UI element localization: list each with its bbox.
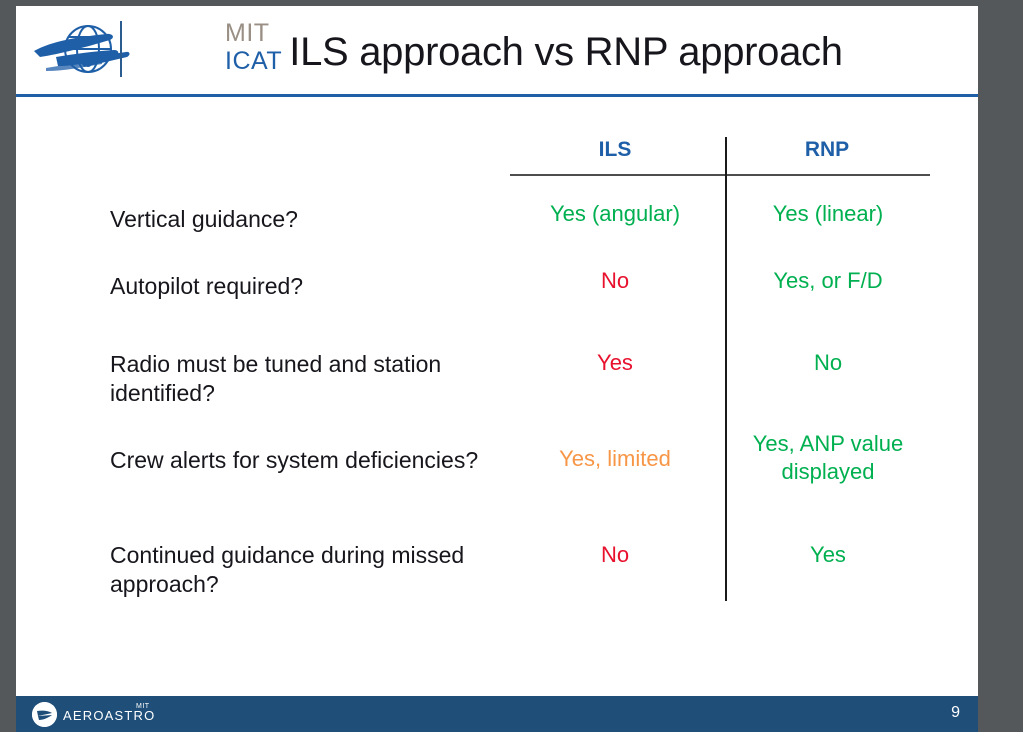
logo-wordmark: MIT ICAT (120, 18, 282, 82)
comparison-table: ILS RNP Vertical guidance? Yes (angular)… (16, 97, 978, 637)
table-cell-rnp: Yes, ANP value displayed (752, 431, 904, 484)
row-label: Radio must be tuned and station identifi… (110, 351, 442, 406)
logo-divider (120, 21, 122, 77)
header-underline (510, 174, 930, 176)
slide-footer: AEROASTRO MIT 9 (16, 696, 978, 732)
table-cell-ils: No (600, 542, 630, 567)
aeroastro-swoosh-icon (32, 702, 57, 727)
slide-header: MIT ICAT ILS approach vs RNP approach (16, 6, 978, 97)
table-cell-rnp: No (813, 350, 843, 375)
logo-icat-text: ICAT (225, 47, 283, 75)
column-divider (725, 137, 727, 601)
mit-icat-logo: MIT ICAT (24, 15, 282, 87)
table-cell-ils: No (600, 268, 630, 293)
row-label: Vertical guidance? (110, 206, 298, 232)
table-cell-ils: Yes (597, 350, 633, 375)
logo-mit-text: MIT (225, 19, 270, 47)
table-cell-rnp: Yes (810, 542, 846, 567)
row-label: Crew alerts for system deficiencies? (110, 447, 479, 473)
column-header-ils: ILS (598, 138, 632, 161)
airplane-globe-icon (34, 25, 130, 73)
slide-sheet: MIT ICAT ILS approach vs RNP approach IL… (16, 6, 978, 732)
aeroastro-logo: AEROASTRO MIT (32, 701, 222, 727)
table-cell-rnp: Yes (linear) (772, 201, 884, 226)
table-cell-rnp: Yes, or F/D (773, 268, 883, 293)
table-cell-ils: Yes (angular) (549, 201, 681, 226)
header-divider (16, 94, 978, 97)
page-title: ILS approach vs RNP approach (289, 30, 843, 74)
row-label: Autopilot required? (110, 273, 304, 299)
page-number: 9 (951, 704, 960, 721)
aeroastro-mit-superscript: MIT (136, 703, 150, 710)
table-cell-ils: Yes, limited (559, 446, 671, 471)
column-header-rnp: RNP (804, 138, 850, 161)
aeroastro-brand-text: AEROASTRO (63, 708, 156, 723)
row-label: Continued guidance during missed approac… (110, 542, 465, 597)
